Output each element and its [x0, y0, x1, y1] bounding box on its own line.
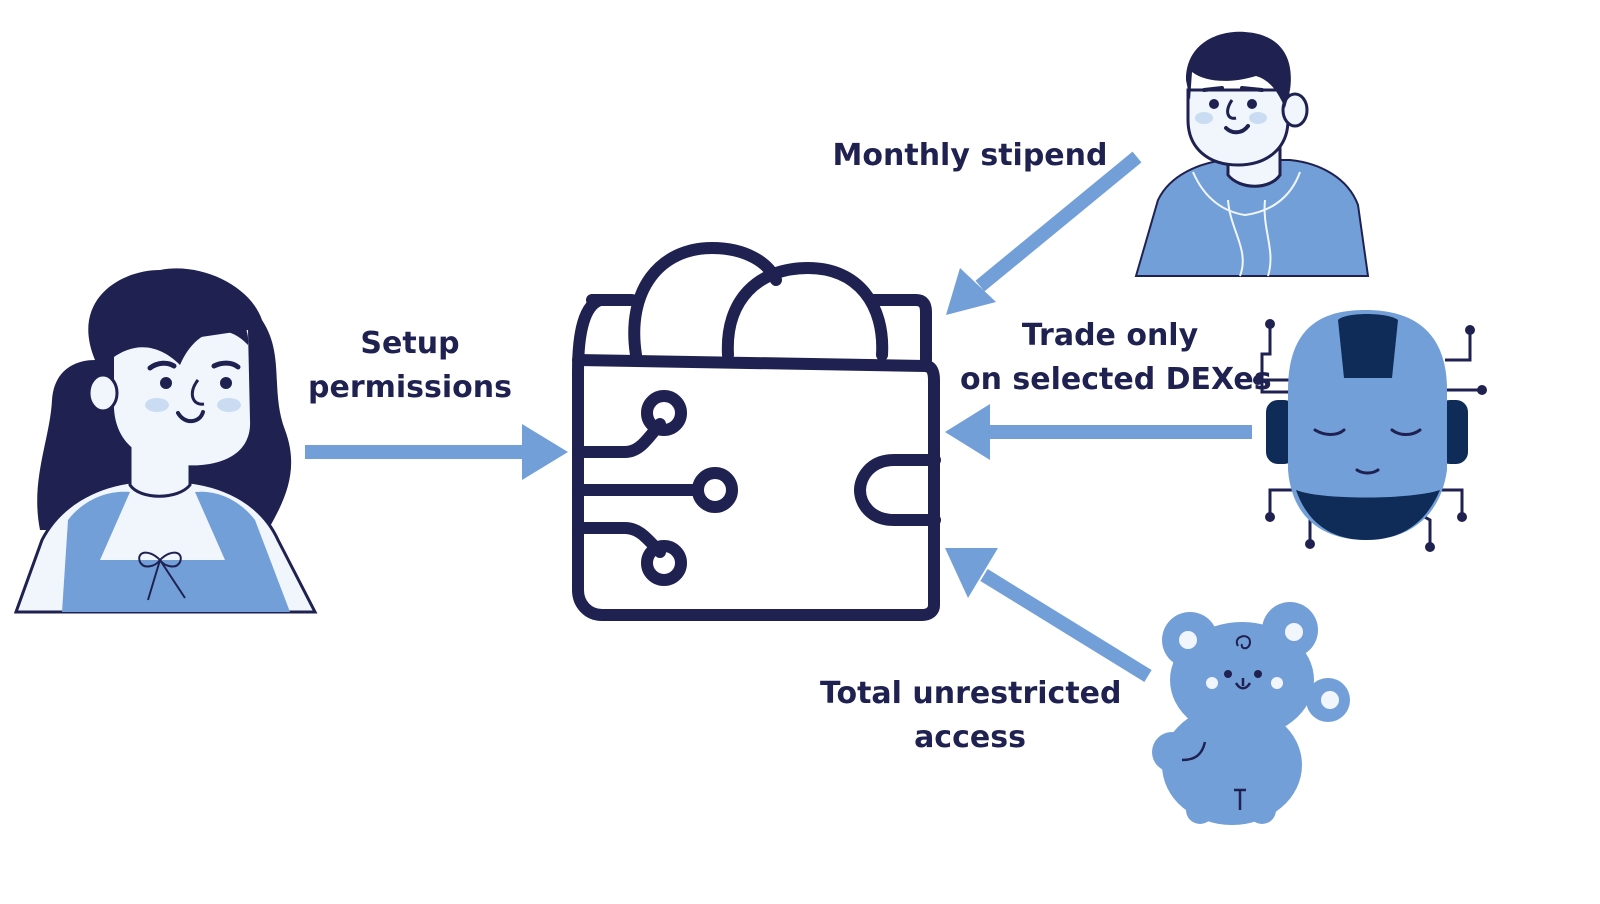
crypto-wallet-icon: [572, 242, 941, 621]
label-setup-line1: Setup: [360, 326, 460, 361]
teddy-bear-icon: [1152, 602, 1350, 825]
label-trade-line2: on selected DEXes: [960, 362, 1272, 397]
coin-right: [721, 262, 889, 361]
arrow-trade-to-wallet: [945, 404, 1252, 460]
arrow-setup-to-wallet: [305, 424, 568, 480]
label-total-line2: access: [914, 720, 1026, 755]
label-setup-line2: permissions: [308, 370, 512, 405]
label-total-access: Total unrestricted access: [820, 672, 1122, 760]
young-man-avatar-icon: [1134, 31, 1370, 277]
coin-left: [628, 242, 782, 361]
arrow-stipend-to-wallet: [946, 151, 1142, 315]
label-total-line1: Total unrestricted: [820, 676, 1122, 711]
arrow-access-to-wallet: [945, 548, 1152, 682]
label-monthly-stipend: Monthly stipend: [832, 138, 1108, 173]
label-setup-permissions: Setup permissions: [300, 322, 520, 410]
label-trade-line1: Trade only: [1021, 318, 1199, 353]
robot-head-icon: [1253, 310, 1487, 552]
label-trade-only: Trade only on selected DEXes: [960, 314, 1272, 402]
woman-avatar-icon: [13, 268, 318, 614]
